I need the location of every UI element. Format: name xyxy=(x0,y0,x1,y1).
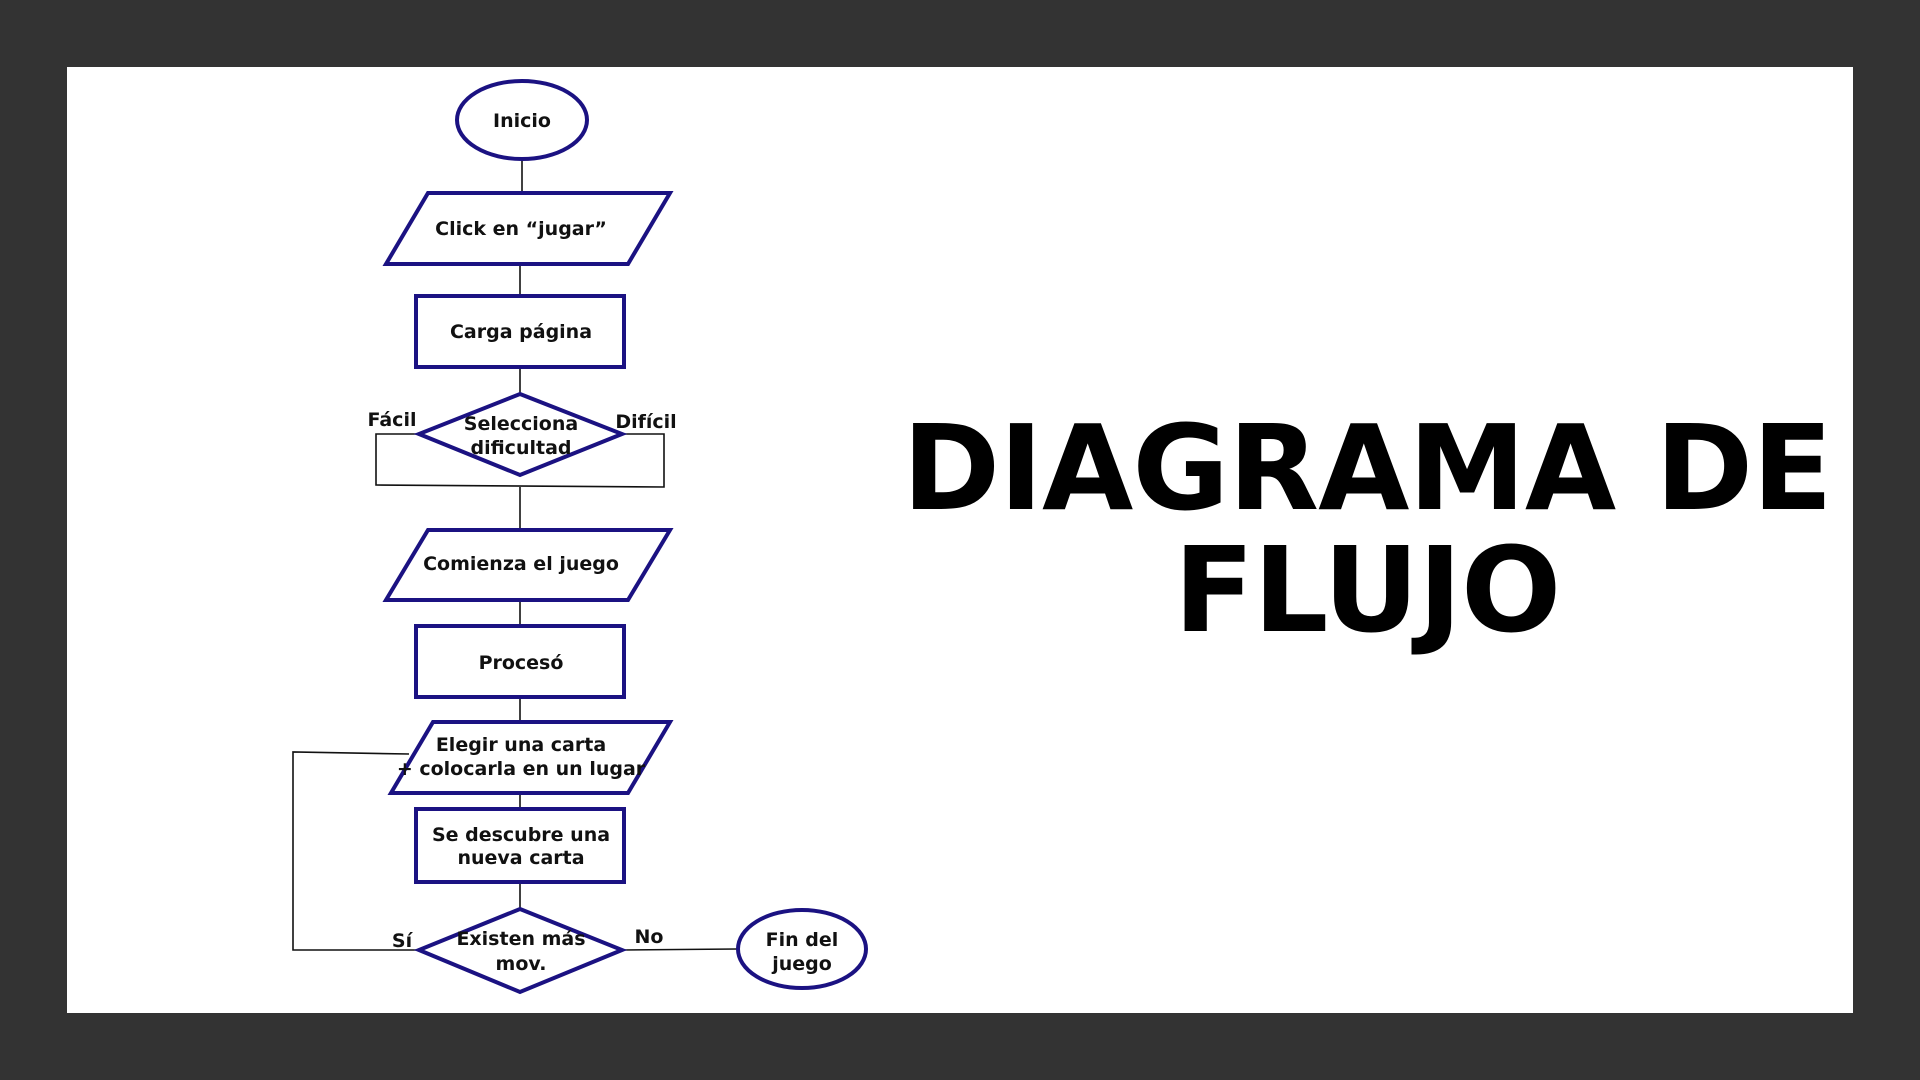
slide-title: DIAGRAMA DE FLUJO xyxy=(887,407,1847,651)
process-label: Procesó xyxy=(479,652,564,674)
moves-yes-label: Sí xyxy=(392,930,414,952)
moves-label-line1: Existen más xyxy=(456,928,585,950)
moves-no-label: No xyxy=(635,926,664,948)
slide-canvas: Inicio Click en “jugar” Carga página Sel… xyxy=(67,67,1853,1013)
start-label: Inicio xyxy=(493,110,551,132)
difficulty-hard-label: Difícil xyxy=(615,411,676,433)
reveal-label-line1: Se descubre una xyxy=(432,824,610,846)
connector-loop-yes xyxy=(292,751,419,951)
load-label: Carga página xyxy=(450,321,592,343)
reveal-process-box xyxy=(414,807,626,884)
moves-decision xyxy=(413,906,628,995)
choose-io-shape xyxy=(387,720,674,795)
flowchart: Inicio Click en “jugar” Carga página Sel… xyxy=(292,79,868,995)
connectors xyxy=(292,160,738,951)
slide-title-line1: DIAGRAMA DE xyxy=(902,399,1833,537)
begin-label: Comienza el juego xyxy=(423,553,619,575)
difficulty-easy-label: Fácil xyxy=(368,409,417,431)
end-label-line2: juego xyxy=(771,953,832,975)
choose-label-line1: Elegir una carta xyxy=(436,734,606,756)
end-terminal xyxy=(736,908,868,990)
click-io-shape xyxy=(382,191,674,266)
difficulty-label-line1: Selecciona xyxy=(464,413,578,435)
connector-difficulty-branches xyxy=(375,433,665,488)
connector-decision-end xyxy=(621,948,738,951)
click-label: Click en “jugar” xyxy=(435,218,607,240)
start-terminal xyxy=(455,79,589,161)
choose-label-line2: + colocarla en un lugar xyxy=(397,758,646,780)
process-box xyxy=(414,624,626,699)
begin-io-shape xyxy=(382,528,674,602)
slide-title-line2: FLUJO xyxy=(1173,521,1562,659)
reveal-label-line2: nueva carta xyxy=(457,847,584,869)
load-process-box xyxy=(414,294,626,369)
difficulty-decision xyxy=(413,391,628,478)
end-label-line1: Fin del xyxy=(766,929,839,951)
difficulty-label-line2: dificultad xyxy=(470,437,571,459)
moves-label-line2: mov. xyxy=(496,953,547,975)
